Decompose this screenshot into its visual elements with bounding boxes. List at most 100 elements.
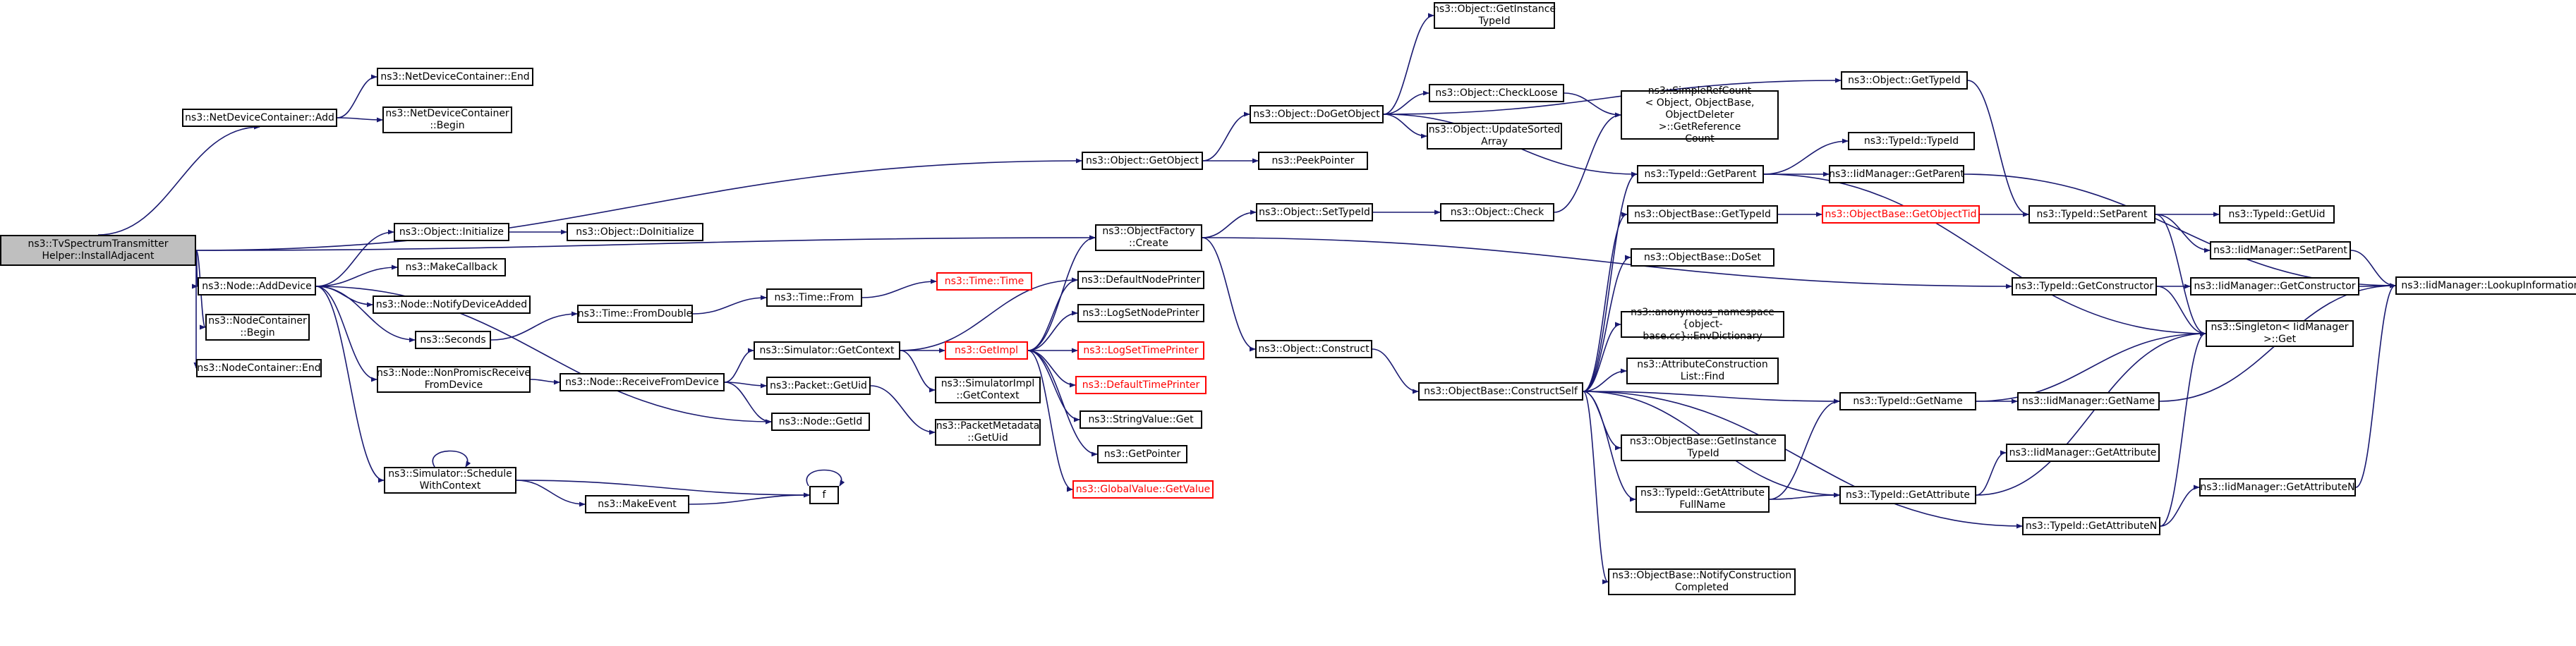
node-checkloose[interactable]: ns3::Object::CheckLoose — [1429, 84, 1564, 102]
node-makecallback[interactable]: ns3::MakeCallback — [397, 258, 506, 276]
edge-tid-setparent-to-singleton-get — [2155, 214, 2206, 336]
node-ob-getinstance[interactable]: ns3::ObjectBase::GetInstance TypeId — [1621, 434, 1786, 461]
edge-dogetobject-to-obj-gettypeid — [1383, 78, 1842, 115]
node-iid-getparent[interactable]: ns3::IidManager::GetParent — [1829, 165, 1964, 183]
edge-ndc-add-to-ndc-begin — [337, 117, 383, 123]
edge-node-adddevice-to-nonpromisc — [315, 286, 377, 382]
node-packetmeta-getuid[interactable]: ns3::PacketMetadata ::GetUid — [935, 419, 1041, 446]
node-tid-getconstructor[interactable]: ns3::TypeId::GetConstructor — [2012, 277, 2157, 295]
node-tid-getparent[interactable]: ns3::TypeId::GetParent — [1637, 165, 1764, 183]
edge-makeevent-to-f — [689, 492, 810, 505]
node-f[interactable]: f — [809, 486, 839, 504]
node-tid-getattributen[interactable]: ns3::TypeId::GetAttributeN — [2022, 517, 2160, 535]
node-logsettimeprinter[interactable]: ns3::LogSetTimePrinter — [1077, 341, 1204, 360]
node-defaulttimeprinter[interactable]: ns3::DefaultTimePrinter — [1075, 376, 1207, 394]
node-iid-getattribute[interactable]: ns3::IidManager::GetAttribute — [2006, 444, 2160, 462]
node-root[interactable]: ns3::TvSpectrumTransmitter Helper::Insta… — [0, 235, 196, 266]
node-getinstance[interactable]: ns3::Object::GetInstance TypeId — [1433, 2, 1556, 29]
node-node-getid[interactable]: ns3::Node::GetId — [771, 413, 870, 431]
edge-of-create-to-settypeid — [1202, 209, 1257, 238]
node-constructself[interactable]: ns3::ObjectBase::ConstructSelf — [1418, 382, 1583, 401]
node-attrlist-find[interactable]: ns3::AttributeConstruction List::Find — [1626, 358, 1779, 384]
node-iid-getattributen[interactable]: ns3::IidManager::GetAttributeN — [2199, 478, 2356, 496]
node-ndc-begin[interactable]: ns3::NetDeviceContainer ::Begin — [382, 106, 512, 133]
edge-getimpl-to-getpointer — [1027, 350, 1098, 457]
edge-tid-setparent-to-iid-setparent — [2155, 214, 2211, 253]
node-globalvalue-get[interactable]: ns3::GlobalValue::GetValue — [1072, 480, 1214, 499]
edge-tid-getattrfullname-to-tid-getattribute — [1769, 492, 1840, 500]
node-obj-check[interactable]: ns3::Object::Check — [1440, 203, 1554, 221]
node-nonpromisc[interactable]: ns3::Node::NonPromiscReceive FromDevice — [377, 366, 531, 393]
node-simimpl-getcontext[interactable]: ns3::SimulatorImpl ::GetContext — [935, 377, 1041, 403]
edge-obj-gettypeid-to-tid-setparent — [1967, 80, 2029, 217]
node-time-from[interactable]: ns3::Time::From — [766, 288, 862, 307]
node-stringvalue-get[interactable]: ns3::StringValue::Get — [1080, 410, 1202, 429]
node-tid-getattribute[interactable]: ns3::TypeId::GetAttribute — [1839, 486, 1976, 504]
node-getrefcount[interactable]: ns3::SimpleRefCount < Object, ObjectBase… — [1621, 85, 1779, 145]
node-nc-begin[interactable]: ns3::NodeContainer ::Begin — [205, 314, 310, 341]
edge-of-create-to-tid-getconstructor — [1202, 237, 2012, 289]
edge-constructself-to-envdictionary — [1583, 322, 1621, 392]
edge-constructself-to-tid-getattributen — [1583, 391, 2023, 529]
node-tid-getattrfullname[interactable]: ns3::TypeId::GetAttribute FullName — [1635, 486, 1770, 513]
edge-node-adddevice-to-obj-initialize — [315, 229, 394, 287]
edge-seconds-to-fromdouble — [490, 311, 578, 341]
node-iid-getname[interactable]: ns3::IidManager::GetName — [2017, 392, 2160, 410]
node-settypeid[interactable]: ns3::Object::SetTypeId — [1256, 203, 1373, 221]
edge-getimpl-to-globalvalue-get — [1027, 350, 1073, 492]
node-nc-end[interactable]: ns3::NodeContainer::End — [196, 359, 322, 377]
node-singleton-get[interactable]: ns3::Singleton< IidManager >::Get — [2206, 320, 2354, 347]
edge-tid-getconstructor-to-singleton-get — [2156, 286, 2206, 336]
node-getobjecttid[interactable]: ns3::ObjectBase::GetObjectTid — [1822, 205, 1980, 224]
node-notifydeviceadded[interactable]: ns3::Node::NotifyDeviceAdded — [373, 295, 531, 314]
edge-sim-getcontext-to-simimpl-getcontext — [900, 350, 936, 393]
edge-fromdouble-to-time-from — [692, 295, 767, 315]
node-tid-setparent[interactable]: ns3::TypeId::SetParent — [2028, 205, 2155, 224]
edge-nonpromisc-to-receivefromdevice — [530, 379, 560, 385]
edge-constructself-to-ob-doset — [1583, 255, 1631, 392]
node-tid-typeid[interactable]: ns3::TypeId::TypeId — [1848, 132, 1975, 150]
node-node-adddevice[interactable]: ns3::Node::AddDevice — [198, 277, 316, 295]
node-ob-gettypeid[interactable]: ns3::ObjectBase::GetTypeId — [1627, 205, 1778, 224]
node-fromdouble[interactable]: ns3::Time::FromDouble — [577, 305, 693, 323]
edge-receivefromdevice-to-sim-getcontext — [724, 348, 754, 383]
node-time-time[interactable]: ns3::Time::Time — [936, 272, 1032, 291]
node-iid-setparent[interactable]: ns3::IidManager::SetParent — [2210, 241, 2351, 260]
node-iid-getconstructor[interactable]: ns3::IidManager::GetConstructor — [2190, 277, 2359, 295]
node-defaultnodeprinter[interactable]: ns3::DefaultNodePrinter — [1077, 271, 1204, 289]
edge-checkloose-to-getrefcount — [1564, 92, 1621, 118]
node-schedulewithcontext[interactable]: ns3::Simulator::Schedule WithContext — [384, 467, 516, 494]
edge-tid-getname-to-singleton-get — [1976, 331, 2206, 402]
node-ndc-end[interactable]: ns3::NetDeviceContainer::End — [377, 68, 533, 86]
node-iid-lookup[interactable]: ns3::IidManager::LookupInformation — [2395, 276, 2576, 295]
node-obj-initialize[interactable]: ns3::Object::Initialize — [394, 223, 509, 241]
edge-schedulewithcontext-to-makeevent — [516, 480, 586, 507]
node-packet-getuid[interactable]: ns3::Packet::GetUid — [766, 377, 871, 395]
node-peekpointer[interactable]: ns3::PeekPointer — [1258, 152, 1368, 170]
node-getobject[interactable]: ns3::Object::GetObject — [1082, 152, 1203, 170]
node-getimpl[interactable]: ns3::GetImpl — [945, 341, 1028, 360]
node-tid-getname[interactable]: ns3::TypeId::GetName — [1839, 392, 1976, 410]
node-of-create[interactable]: ns3::ObjectFactory ::Create — [1095, 224, 1202, 251]
node-ob-doset[interactable]: ns3::ObjectBase::DoSet — [1631, 248, 1774, 267]
node-notifyconstruction[interactable]: ns3::ObjectBase::NotifyConstruction Comp… — [1608, 568, 1796, 595]
node-logsetnodeprinter[interactable]: ns3::LogSetNodePrinter — [1077, 304, 1204, 322]
node-receivefromdevice[interactable]: ns3::Node::ReceiveFromDevice — [560, 373, 725, 391]
node-obj-construct[interactable]: ns3::Object::Construct — [1255, 340, 1372, 358]
node-makeevent[interactable]: ns3::MakeEvent — [585, 495, 689, 513]
node-envdictionary[interactable]: ns3::anonymous_namespace {object-base.cc… — [1621, 307, 1784, 342]
node-doinitialize[interactable]: ns3::Object::DoInitialize — [567, 223, 703, 241]
node-obj-gettypeid[interactable]: ns3::Object::GetTypeId — [1841, 71, 1968, 90]
node-sim-getcontext[interactable]: ns3::Simulator::GetContext — [754, 341, 900, 360]
edge-root-to-of-create — [195, 235, 1096, 251]
node-updatesorted[interactable]: ns3::Object::UpdateSorted Array — [1427, 123, 1562, 150]
edge-tid-getattribute-to-singleton-get — [1976, 331, 2206, 496]
node-ndc-add[interactable]: ns3::NetDeviceContainer::Add — [182, 109, 337, 127]
node-seconds[interactable]: ns3::Seconds — [415, 331, 491, 349]
edge-schedulewithcontext-to-schedulewithcontext — [432, 450, 471, 468]
node-dogetobject[interactable]: ns3::Object::DoGetObject — [1250, 105, 1384, 123]
edge-getobject-to-dogetobject — [1202, 111, 1250, 162]
edge-receivefromdevice-to-node-getid — [724, 382, 772, 425]
node-getpointer[interactable]: ns3::GetPointer — [1097, 445, 1187, 463]
node-tid-getuid[interactable]: ns3::TypeId::GetUid — [2219, 205, 2335, 224]
